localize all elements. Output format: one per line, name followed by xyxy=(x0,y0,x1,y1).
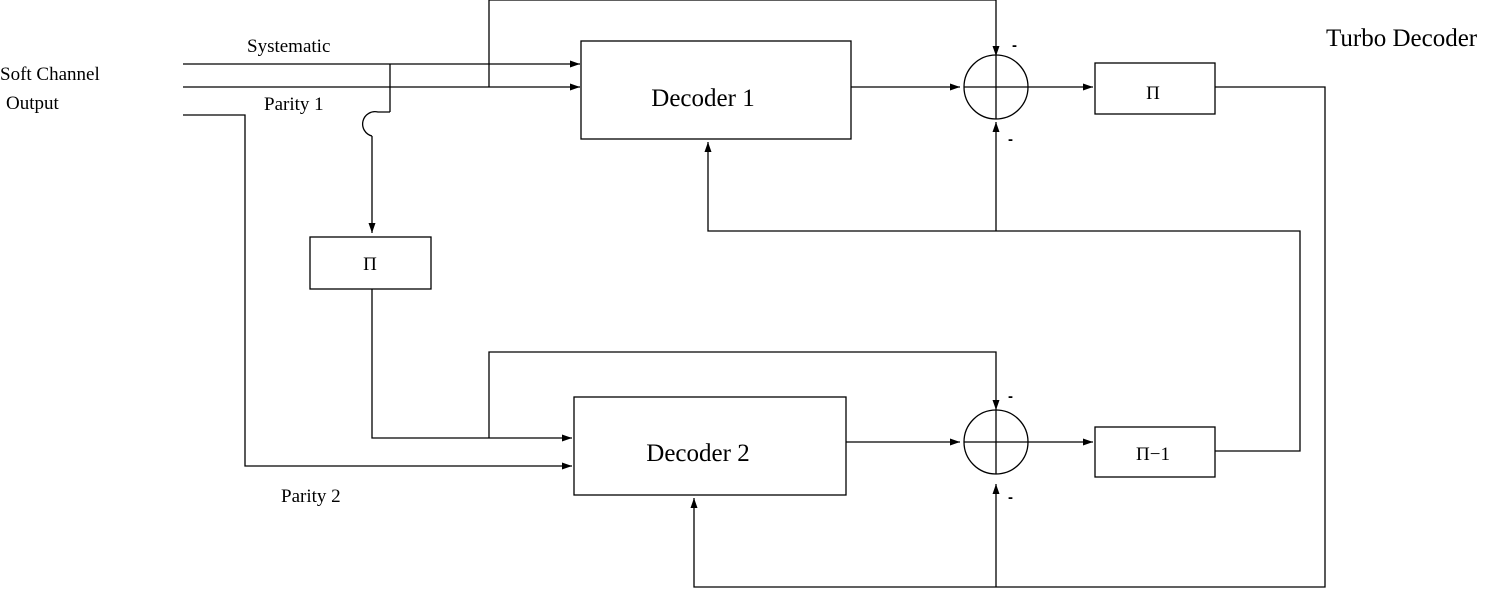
top-junction-minus-bottom: - xyxy=(1008,131,1013,148)
input-label-line2: Output xyxy=(6,93,60,114)
input-label-line1: Soft Channel xyxy=(0,64,100,85)
parity1-label: Parity 1 xyxy=(264,94,324,115)
crossover-hop xyxy=(361,110,390,137)
decoder2-box xyxy=(573,396,847,496)
top-junction-minus-top: - xyxy=(1012,37,1017,54)
extrinsic-interleaver-label: Π xyxy=(1146,83,1160,104)
bottom-junction-minus-bottom: - xyxy=(1008,489,1013,506)
systematic-branch-to-interleaver xyxy=(372,64,391,233)
systematic-label: Systematic xyxy=(247,36,330,57)
input-interleaver-box xyxy=(309,236,432,290)
diagram-title: Turbo Decoder xyxy=(1326,25,1478,52)
decoder1-label: Decoder 1 xyxy=(651,85,754,112)
decoder2-label: Decoder 2 xyxy=(646,440,749,467)
systematic-bypass-decoder1 xyxy=(488,0,1000,87)
input-interleaver-label: Π xyxy=(363,254,377,275)
deinterleaver-box xyxy=(1094,426,1216,478)
parity2-line xyxy=(183,114,572,470)
bottom-junction-minus-top: - xyxy=(1008,388,1013,405)
systematic-bypass-decoder2 xyxy=(488,351,1000,438)
interleaver-to-decoder2-feedback xyxy=(690,86,1326,588)
interleaved-systematic-line xyxy=(371,289,572,442)
deinterleaver-label: Π−1 xyxy=(1136,444,1170,465)
extrinsic-interleaver-box xyxy=(1094,62,1216,115)
deinterleaver-to-decoder1-feedback xyxy=(704,142,1301,452)
decoder1-box xyxy=(580,40,852,140)
parity2-label: Parity 2 xyxy=(281,486,341,507)
